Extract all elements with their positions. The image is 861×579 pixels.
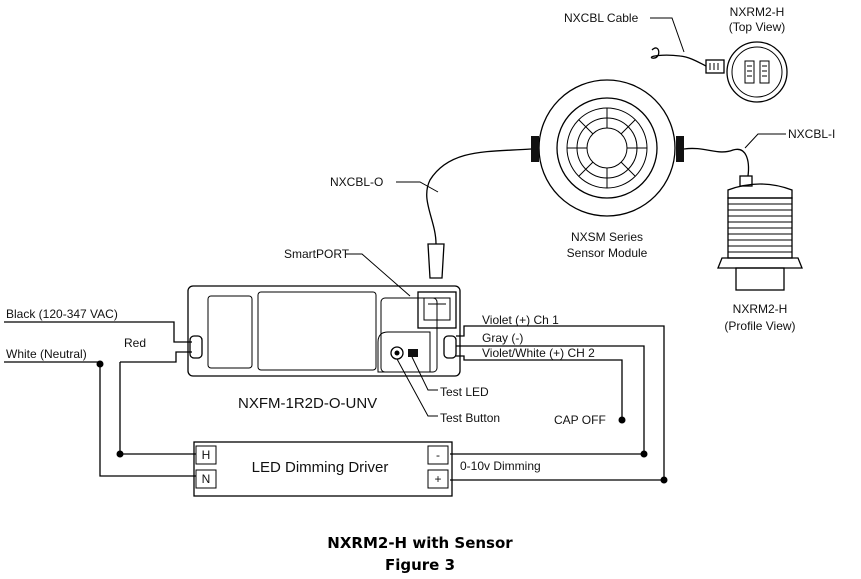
test-button-label: Test Button xyxy=(440,411,500,425)
terminal-n: N xyxy=(202,472,211,486)
junction-dot xyxy=(96,360,104,368)
nxcbl-i-leader xyxy=(744,133,786,149)
nxsm-sensor-module xyxy=(531,79,684,217)
terminal-h: H xyxy=(202,448,211,462)
model-label: NXFM-1R2D-O-UNV xyxy=(238,395,377,412)
smartport-label: SmartPORT xyxy=(284,247,350,261)
nxcbl-cable-leader xyxy=(650,17,685,53)
black-wire-label: Black (120-347 VAC) xyxy=(6,307,118,321)
terminal-minus: - xyxy=(436,448,440,462)
profile-view-label: (Profile View) xyxy=(724,319,795,333)
nxsm-series-label: NXSM Series xyxy=(571,230,643,244)
junction-dot xyxy=(640,450,648,458)
nxrm2h-profile-view xyxy=(717,183,803,291)
nxrm2h-top-view xyxy=(726,41,788,103)
junction-dot xyxy=(116,450,124,458)
led-dimming-driver xyxy=(193,441,453,497)
smartport-leader xyxy=(346,253,411,297)
test-led-label: Test LED xyxy=(440,385,489,399)
nxrm2h-profile-label: NXRM2-H xyxy=(733,302,788,316)
test-button-leader xyxy=(396,358,438,417)
red-wire-label: Red xyxy=(124,336,146,350)
terminal-plus: + xyxy=(434,472,441,486)
white-wire-label: White (Neutral) xyxy=(6,347,87,361)
figure-title: NXRM2-H with Sensor xyxy=(327,534,513,552)
top-view-label: (Top View) xyxy=(729,20,785,34)
junction-dot xyxy=(660,476,668,484)
nxcbl-i-cable xyxy=(683,147,753,187)
nxcbl-o-cable xyxy=(426,148,532,279)
nxfm-unit xyxy=(187,285,461,377)
violet-wire-label: Violet (+) Ch 1 xyxy=(482,313,559,327)
nxcbl-i-label: NXCBL-I xyxy=(788,127,835,141)
nxcbl-o-leader xyxy=(396,181,439,193)
test-led-leader xyxy=(411,356,438,391)
nxrm2h-top-label: NXRM2-H xyxy=(730,5,785,19)
driver-label: LED Dimming Driver xyxy=(252,459,389,476)
gray-wire-label: Gray (-) xyxy=(482,331,523,345)
cap-off-dot xyxy=(618,416,626,424)
dimming-label: 0-10v Dimming xyxy=(460,459,541,473)
figure-number: Figure 3 xyxy=(385,556,455,574)
cap-off-label: CAP OFF xyxy=(554,413,606,427)
nxcbl-cable-label: NXCBL Cable xyxy=(564,11,639,25)
violet-white-wire-label: Violet/White (+) CH 2 xyxy=(482,346,595,360)
wires xyxy=(4,321,665,481)
nxcbl-cable xyxy=(650,47,725,74)
sensor-module-label: Sensor Module xyxy=(567,246,648,260)
nxcbl-o-label: NXCBL-O xyxy=(330,175,383,189)
